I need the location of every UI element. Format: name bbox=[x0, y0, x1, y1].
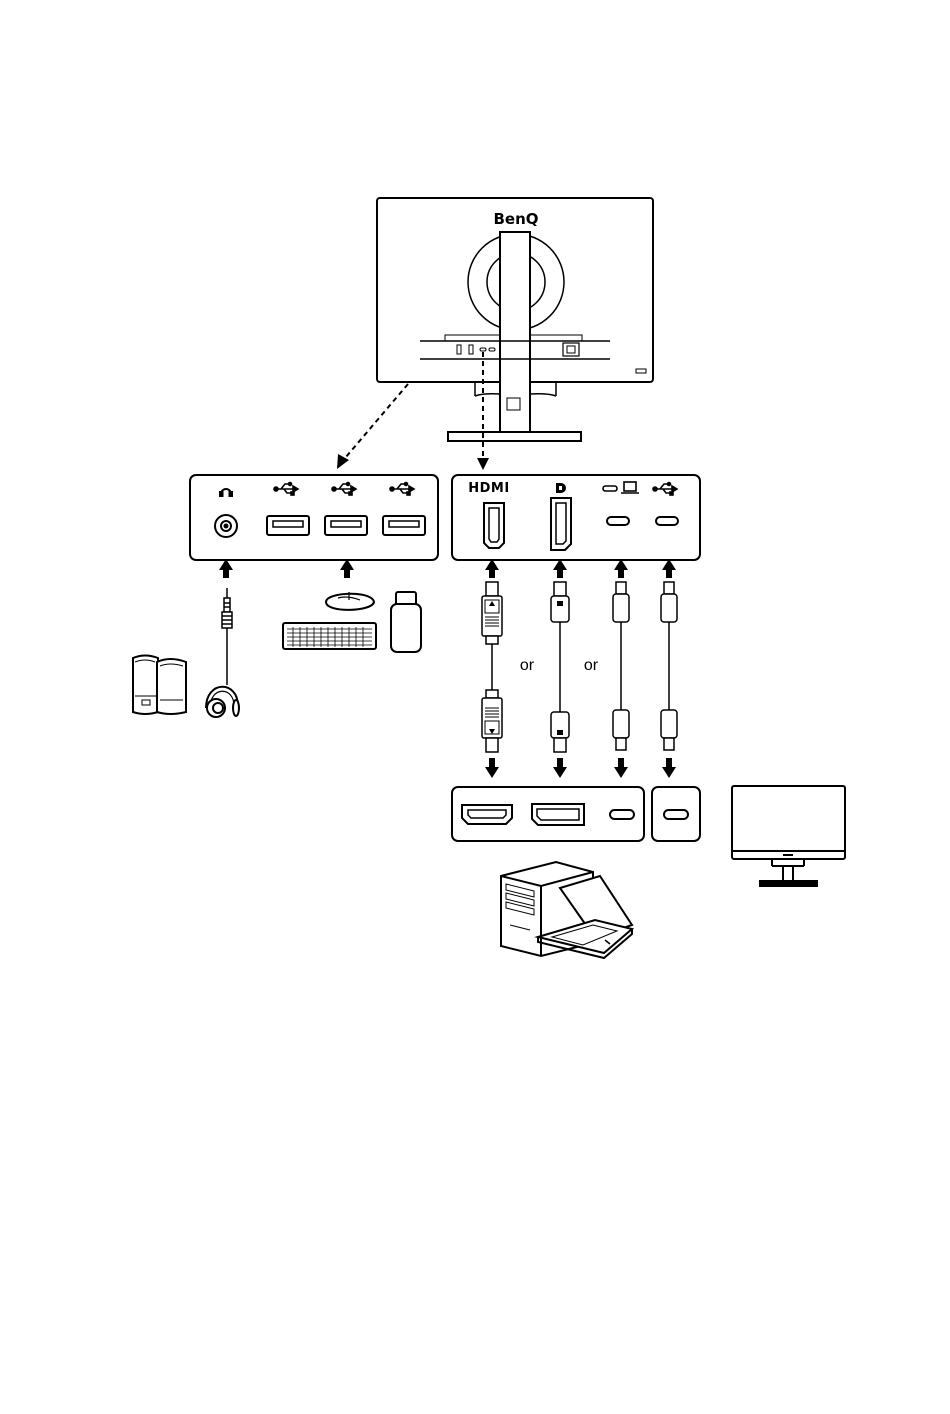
displayport-cable bbox=[551, 582, 569, 752]
usb-c-cable bbox=[613, 582, 629, 750]
brand-logo: BenQ bbox=[493, 210, 538, 228]
arrow-up-icon bbox=[553, 559, 567, 578]
hdmi-cable bbox=[482, 582, 502, 752]
usb-c-cable-downstream bbox=[661, 582, 677, 750]
keyboard-icon bbox=[283, 623, 376, 649]
port-panel-left bbox=[190, 475, 438, 560]
arrow-up-icon bbox=[614, 559, 628, 578]
monitor-back: BenQ bbox=[377, 198, 653, 441]
arrow-up-icon bbox=[485, 559, 499, 578]
pointer-left-panel bbox=[340, 384, 408, 464]
or-label: or bbox=[584, 657, 599, 674]
pointer-right-arrow bbox=[477, 458, 489, 470]
arrow-up-icon bbox=[219, 559, 233, 578]
displayport-icon bbox=[556, 483, 566, 493]
source-port-panel bbox=[452, 787, 644, 841]
mouse-icon bbox=[326, 592, 374, 610]
arrow-up-icon bbox=[662, 559, 676, 578]
port-panel-right: HDMI bbox=[452, 475, 700, 560]
second-monitor-icon bbox=[732, 786, 845, 886]
arrow-down-icon bbox=[662, 758, 676, 778]
hdmi-label: HDMI bbox=[468, 481, 509, 496]
or-label: or bbox=[520, 657, 535, 674]
headphones-icon bbox=[206, 687, 239, 717]
usb-dongle-icon bbox=[391, 592, 421, 652]
audio-plug bbox=[222, 588, 232, 685]
speakers-icon bbox=[133, 656, 186, 715]
arrow-down-icon bbox=[553, 758, 567, 778]
monitor-port-panel bbox=[652, 787, 700, 841]
arrow-down-icon bbox=[485, 758, 499, 778]
arrow-up-icon bbox=[340, 559, 354, 578]
arrow-down-icon bbox=[614, 758, 628, 778]
